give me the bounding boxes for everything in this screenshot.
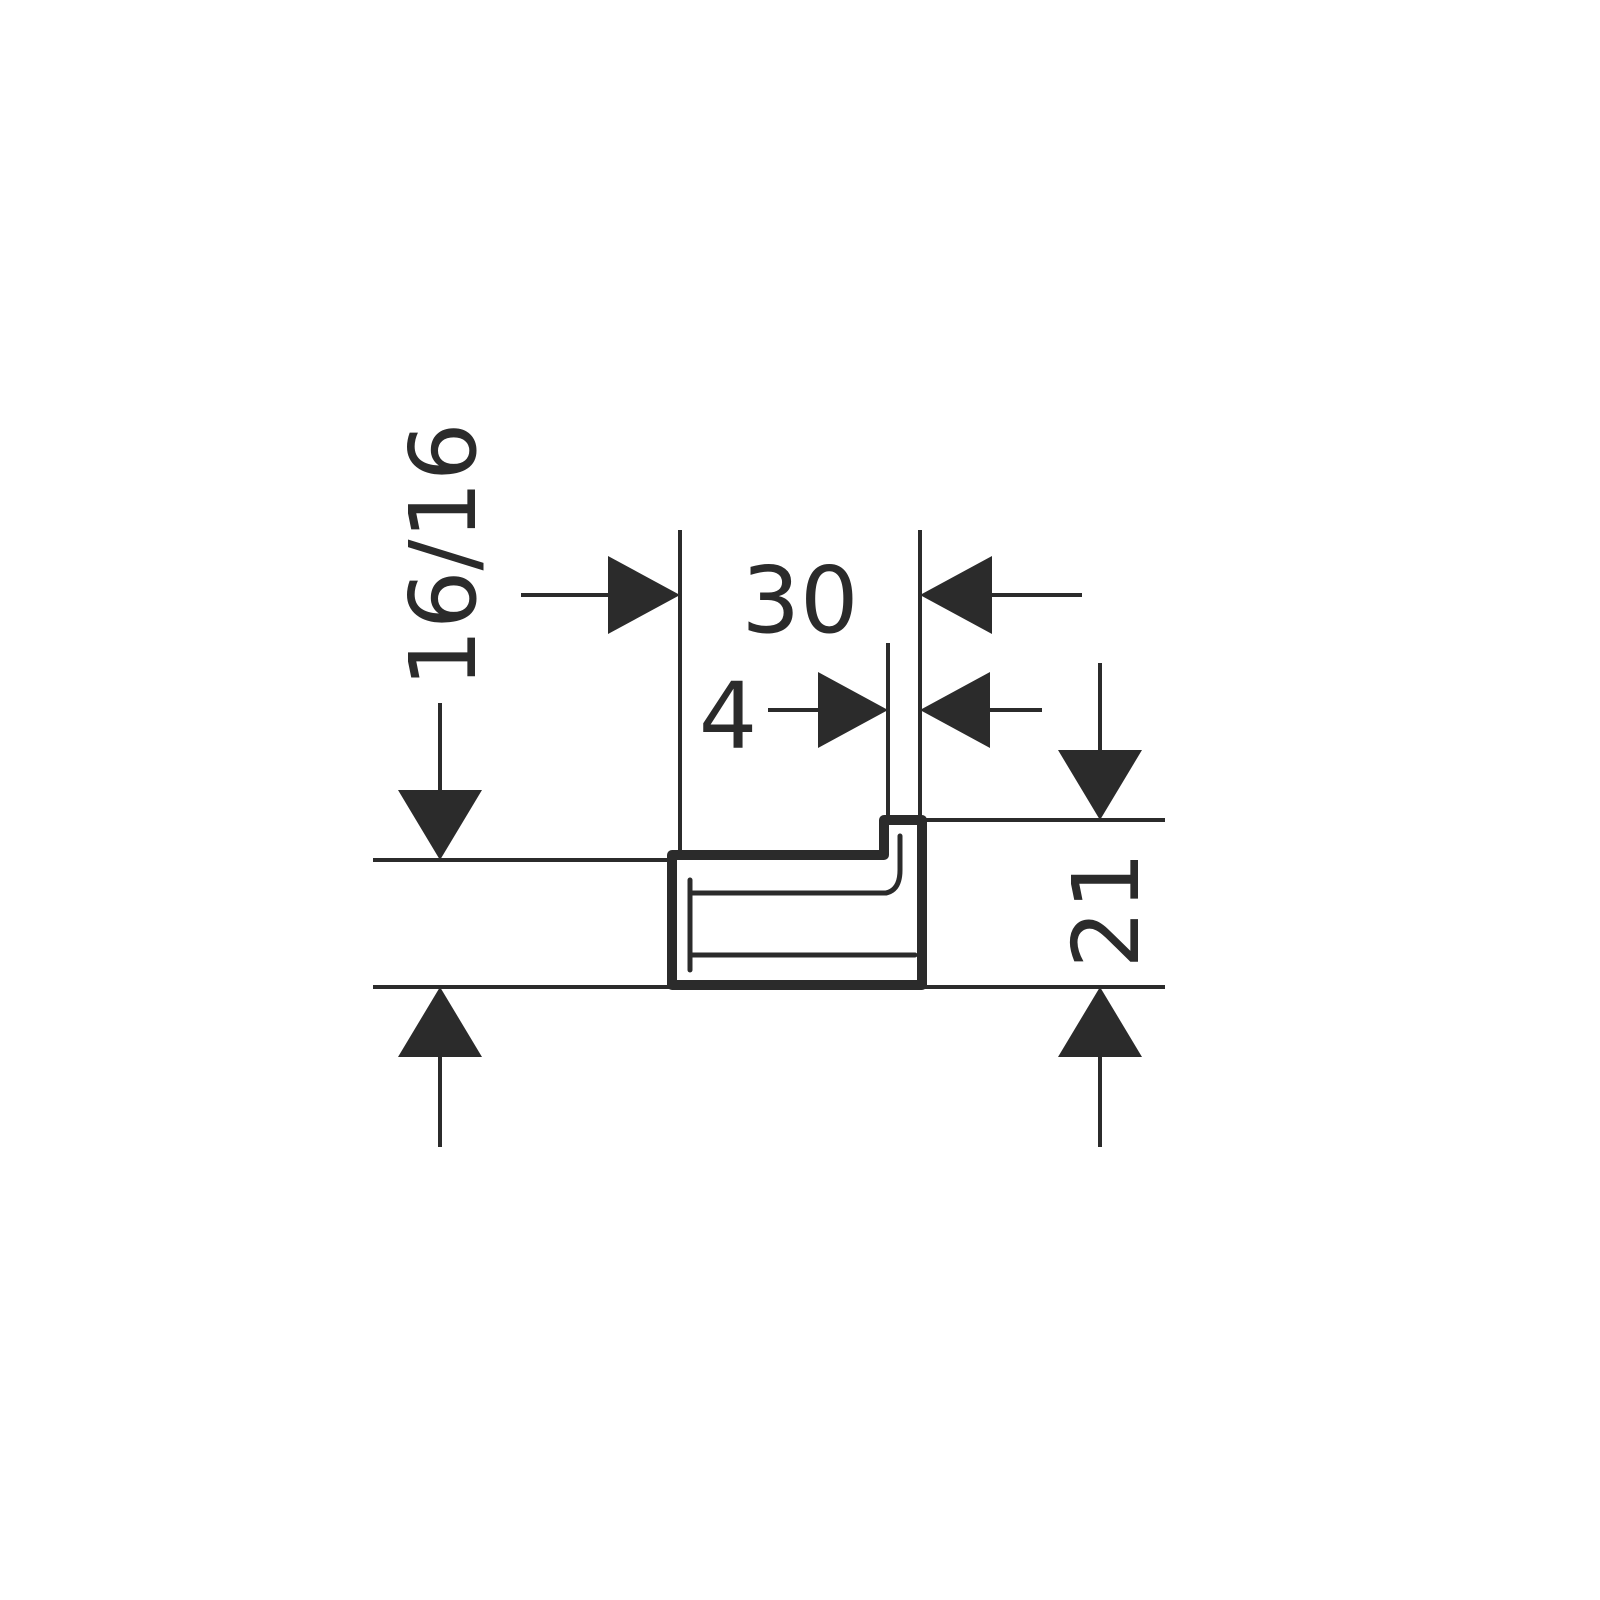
dimension-depth-left: 16/16 xyxy=(390,422,497,1147)
dimension-height: 21 xyxy=(1053,663,1160,1147)
dim-hook-label: 4 xyxy=(699,663,758,770)
part-profile xyxy=(667,815,927,990)
extension-lines xyxy=(373,530,1165,989)
dimension-hook-thickness: 4 xyxy=(699,663,1042,770)
dim-hook-arrow-left xyxy=(818,672,888,748)
dim-height-arrow-top xyxy=(1058,750,1142,820)
dim-width-label: 30 xyxy=(741,547,858,654)
part-outer-outline xyxy=(667,815,927,990)
part-hook-curve xyxy=(883,833,903,896)
dim-height-label: 21 xyxy=(1053,851,1160,968)
dim-width-arrow-left xyxy=(608,556,680,634)
dim-hook-arrow-right xyxy=(920,672,990,748)
dim-depth-arrow-top xyxy=(398,790,482,860)
dim-width-arrow-right xyxy=(920,556,992,634)
dim-depth-arrow-bottom xyxy=(398,987,482,1057)
dimension-width: 30 xyxy=(521,547,1082,654)
dim-depth-label: 16/16 xyxy=(390,422,497,687)
dim-height-arrow-bottom xyxy=(1058,987,1142,1057)
